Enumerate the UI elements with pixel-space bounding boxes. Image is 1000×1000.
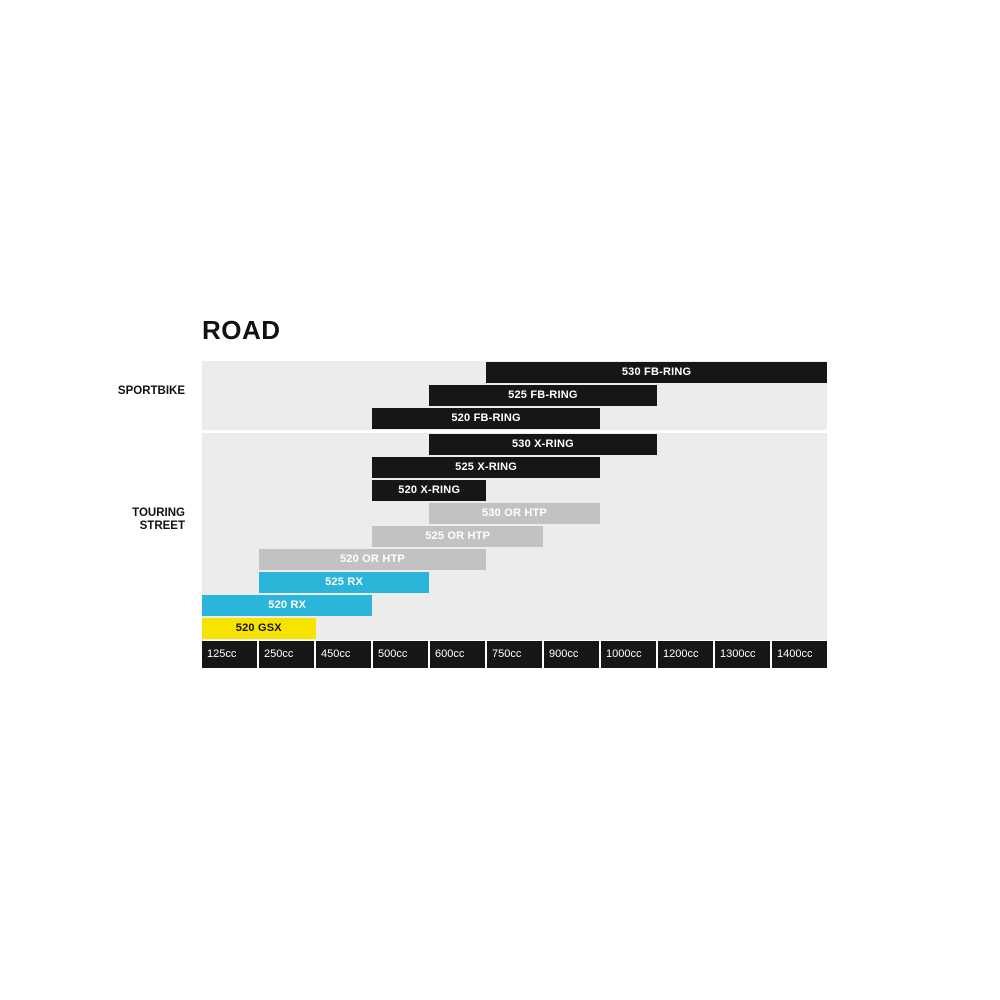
axis-label-1000cc: 1000cc bbox=[601, 641, 658, 668]
group-label-sportbike-text: SPORTBIKE bbox=[117, 385, 185, 397]
axis-label-600cc: 600cc bbox=[430, 641, 487, 668]
bar-520-fb-ring: 520 FB-RING bbox=[372, 408, 600, 429]
axis-label-500cc: 500cc bbox=[373, 641, 430, 668]
axis-label-1400cc: 1400cc bbox=[772, 641, 827, 668]
bar-525-or-htp: 525 OR HTP bbox=[372, 526, 543, 547]
group-label-sportbike: SPORTBIKE bbox=[118, 385, 185, 398]
group-label-touring-line: TOURING bbox=[132, 507, 185, 519]
bar-530-fb-ring: 530 FB-RING bbox=[486, 362, 827, 383]
group-label-street-line: STREET bbox=[139, 520, 185, 532]
bar-525-x-ring: 525 X-RING bbox=[372, 457, 600, 478]
bar-525-rx: 525 RX bbox=[258, 572, 430, 593]
group-label-touring-street: TOURING STREET bbox=[132, 507, 185, 533]
axis-label-125cc: 125cc bbox=[202, 641, 259, 668]
bar-530-or-htp: 530 OR HTP bbox=[429, 503, 600, 524]
chart-title: ROAD bbox=[202, 315, 281, 345]
axis-label-1200cc: 1200cc bbox=[658, 641, 715, 668]
axis-label-900cc: 900cc bbox=[544, 641, 601, 668]
axis-label-450cc: 450cc bbox=[316, 641, 373, 668]
bar-520-rx: 520 RX bbox=[202, 595, 373, 616]
axis-label-250cc: 250cc bbox=[259, 641, 316, 668]
bar-530-x-ring: 530 X-RING bbox=[429, 434, 657, 455]
axis-label-1300cc: 1300cc bbox=[715, 641, 772, 668]
axis-label-750cc: 750cc bbox=[487, 641, 544, 668]
bar-525-fb-ring: 525 FB-RING bbox=[429, 385, 657, 406]
bar-520-or-htp: 520 OR HTP bbox=[258, 549, 487, 570]
bar-520-x-ring: 520 X-RING bbox=[372, 480, 487, 501]
bar-520-gsx: 520 GSX bbox=[202, 618, 316, 639]
